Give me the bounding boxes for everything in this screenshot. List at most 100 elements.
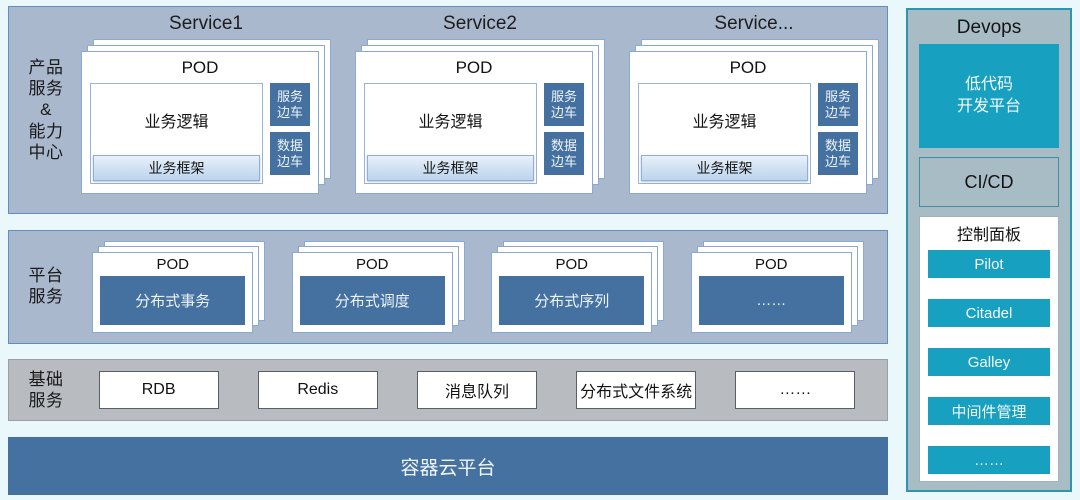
infrastructure-item[interactable]: 消息队列 [416,371,537,409]
platform-pod-stack: POD …… [690,241,864,333]
data-sidecar-line-2: 边车 [276,153,303,169]
devops-title: Devops [956,17,1022,38]
row-product-label-line-5: 中心 [28,142,64,162]
service-sidecar[interactable]: 服务 边车 [818,83,858,126]
platform-service-name: …… [698,276,844,325]
service-sidecar-line-2: 边车 [276,104,303,120]
row-platform-label: 平台 服务 [9,266,77,307]
infrastructure-item[interactable]: …… [735,371,856,409]
pod-body: 业务逻辑 业务框架 服务 边车 数据 [364,83,584,184]
data-sidecar-line-2: 边车 [550,153,577,169]
platform-pod-stack: POD 分布式序列 [491,241,665,333]
row-platform-services: 平台 服务 POD 分布式事务 POD 分布式调 [8,230,888,344]
data-sidecar-line-1: 数据 [276,138,303,154]
data-sidecar-line-1: 数据 [824,138,851,154]
row-platform-label-line-2: 服务 [28,287,64,306]
platform-pod-stack: POD 分布式调度 [291,241,465,333]
low-code-platform-line-2: 开发平台 [956,98,1021,115]
services-container: Service1 POD 业务逻辑 业务框架 [77,7,887,213]
business-framework-bar[interactable]: 业务框架 [93,155,260,181]
row-product-services: 产品 服务 & 能力 中心 Service1 POD [8,6,888,214]
pod-title: POD [729,58,767,77]
devops-panel: Devops 低代码 开发平台 CI/CD 控制面板 Pilot Citadel… [906,8,1072,492]
platform-pod-title: POD [355,256,389,273]
service-sidecar[interactable]: 服务 边车 [544,83,584,126]
pod-card[interactable]: POD 业务逻辑 业务框架 服务 边车 [81,51,319,194]
pod-stack: POD 业务逻辑 业务框架 服务 边车 [81,39,331,194]
platform-service-name: 分布式调度 [299,276,445,325]
service-card[interactable]: Service1 POD 业务逻辑 业务框架 [81,11,331,207]
business-logic-label: 业务逻辑 [692,113,757,131]
pod-body: 业务逻辑 业务框架 服务 边车 数据 [638,83,858,184]
control-panel-item-pilot[interactable]: Pilot [928,250,1050,278]
container-cloud-platform-bar: 容器云平台 [8,437,888,495]
control-panel-item-middleware[interactable]: 中间件管理 [928,397,1050,425]
service-title: Service1 [169,13,243,34]
service-card[interactable]: Service... POD 业务逻辑 业务框架 [629,11,879,207]
row-infrastructure-label-line-1: 基础 [28,369,64,389]
sidecar-column: 服务 边车 数据 边车 [818,83,858,184]
platform-pods-container: POD 分布式事务 POD 分布式调度 POD [77,231,887,343]
low-code-platform-card[interactable]: 低代码 开发平台 [919,44,1059,148]
row-product-label-line-3: & [40,100,52,120]
data-sidecar-line-1: 数据 [550,138,577,154]
control-panel-items: Pilot Citadel Galley 中间件管理 …… [928,250,1050,474]
business-logic-column: 业务逻辑 业务框架 [364,83,537,184]
infrastructure-item[interactable]: RDB [98,371,219,409]
control-panel-item-citadel[interactable]: Citadel [928,299,1050,327]
control-panel-title: 控制面板 [956,227,1021,244]
sidecar-column: 服务 边车 数据 边车 [544,83,584,184]
sidecar-column: 服务 边车 数据 边车 [270,83,310,184]
service-sidecar-line-2: 边车 [550,104,577,120]
service-sidecar-line-1: 服务 [824,89,851,105]
infrastructure-item[interactable]: 分布式文件系统 [576,371,697,409]
pod-title: POD [455,58,493,77]
pod-stack: POD 业务逻辑 业务框架 服务 边车 [355,39,605,194]
pod-title: POD [181,58,219,77]
platform-pod-card[interactable]: POD 分布式调度 [291,252,453,333]
data-sidecar-line-2: 边车 [824,153,851,169]
platform-pod-title: POD [555,256,588,273]
row-product-label-line-4: 能力 [28,121,64,141]
platform-pod-card[interactable]: POD 分布式事务 [92,252,254,333]
business-logic-label: 业务逻辑 [144,113,209,131]
platform-pod-stack: POD 分布式事务 [92,241,266,333]
business-framework-bar[interactable]: 业务框架 [367,155,534,181]
row-platform-label-line-1: 平台 [28,266,64,286]
service-sidecar-line-1: 服务 [276,89,303,105]
service-title: Service... [714,13,794,34]
service-title: Service2 [443,13,517,34]
platform-pod-title: POD [156,256,189,273]
row-infrastructure-label: 基础 服务 [9,369,77,411]
pod-stack: POD 业务逻辑 业务框架 服务 边车 [629,39,879,194]
infrastructure-items-container: RDB Redis 消息队列 分布式文件系统 …… [77,360,887,420]
control-panel-item-galley[interactable]: Galley [928,348,1050,376]
row-infrastructure-label-line-2: 服务 [28,391,64,410]
main-column: 产品 服务 & 能力 中心 Service1 POD [8,6,888,495]
business-logic-column: 业务逻辑 业务框架 [638,83,811,184]
pod-card[interactable]: POD 业务逻辑 业务框架 服务 边车 [355,51,593,194]
infrastructure-item[interactable]: Redis [257,371,378,409]
business-framework-bar[interactable]: 业务框架 [641,155,808,181]
business-logic-label: 业务逻辑 [418,113,483,131]
low-code-platform-line-1: 低代码 [964,75,1013,93]
service-sidecar[interactable]: 服务 边车 [270,83,310,126]
pod-card[interactable]: POD 业务逻辑 业务框架 服务 边车 [629,51,867,194]
platform-pod-card[interactable]: POD …… [690,252,852,333]
row-product-label: 产品 服务 & 能力 中心 [9,57,77,162]
cicd-card[interactable]: CI/CD [919,157,1059,207]
platform-pod-title: POD [754,256,788,273]
control-panel-card: 控制面板 Pilot Citadel Galley 中间件管理 …… [919,216,1059,482]
service-sidecar-line-1: 服务 [550,89,577,105]
pod-body: 业务逻辑 业务框架 服务 边车 数据 [90,83,310,184]
platform-pod-card[interactable]: POD 分布式序列 [491,252,653,333]
platform-service-name: 分布式事务 [100,276,246,325]
data-sidecar[interactable]: 数据 边车 [544,132,584,175]
row-product-label-line-1: 产品 [28,58,64,78]
data-sidecar[interactable]: 数据 边车 [270,132,310,175]
data-sidecar[interactable]: 数据 边车 [818,132,858,175]
service-card[interactable]: Service2 POD 业务逻辑 业务框架 [355,11,605,207]
service-sidecar-line-2: 边车 [824,104,851,120]
control-panel-item-more[interactable]: …… [928,446,1050,474]
